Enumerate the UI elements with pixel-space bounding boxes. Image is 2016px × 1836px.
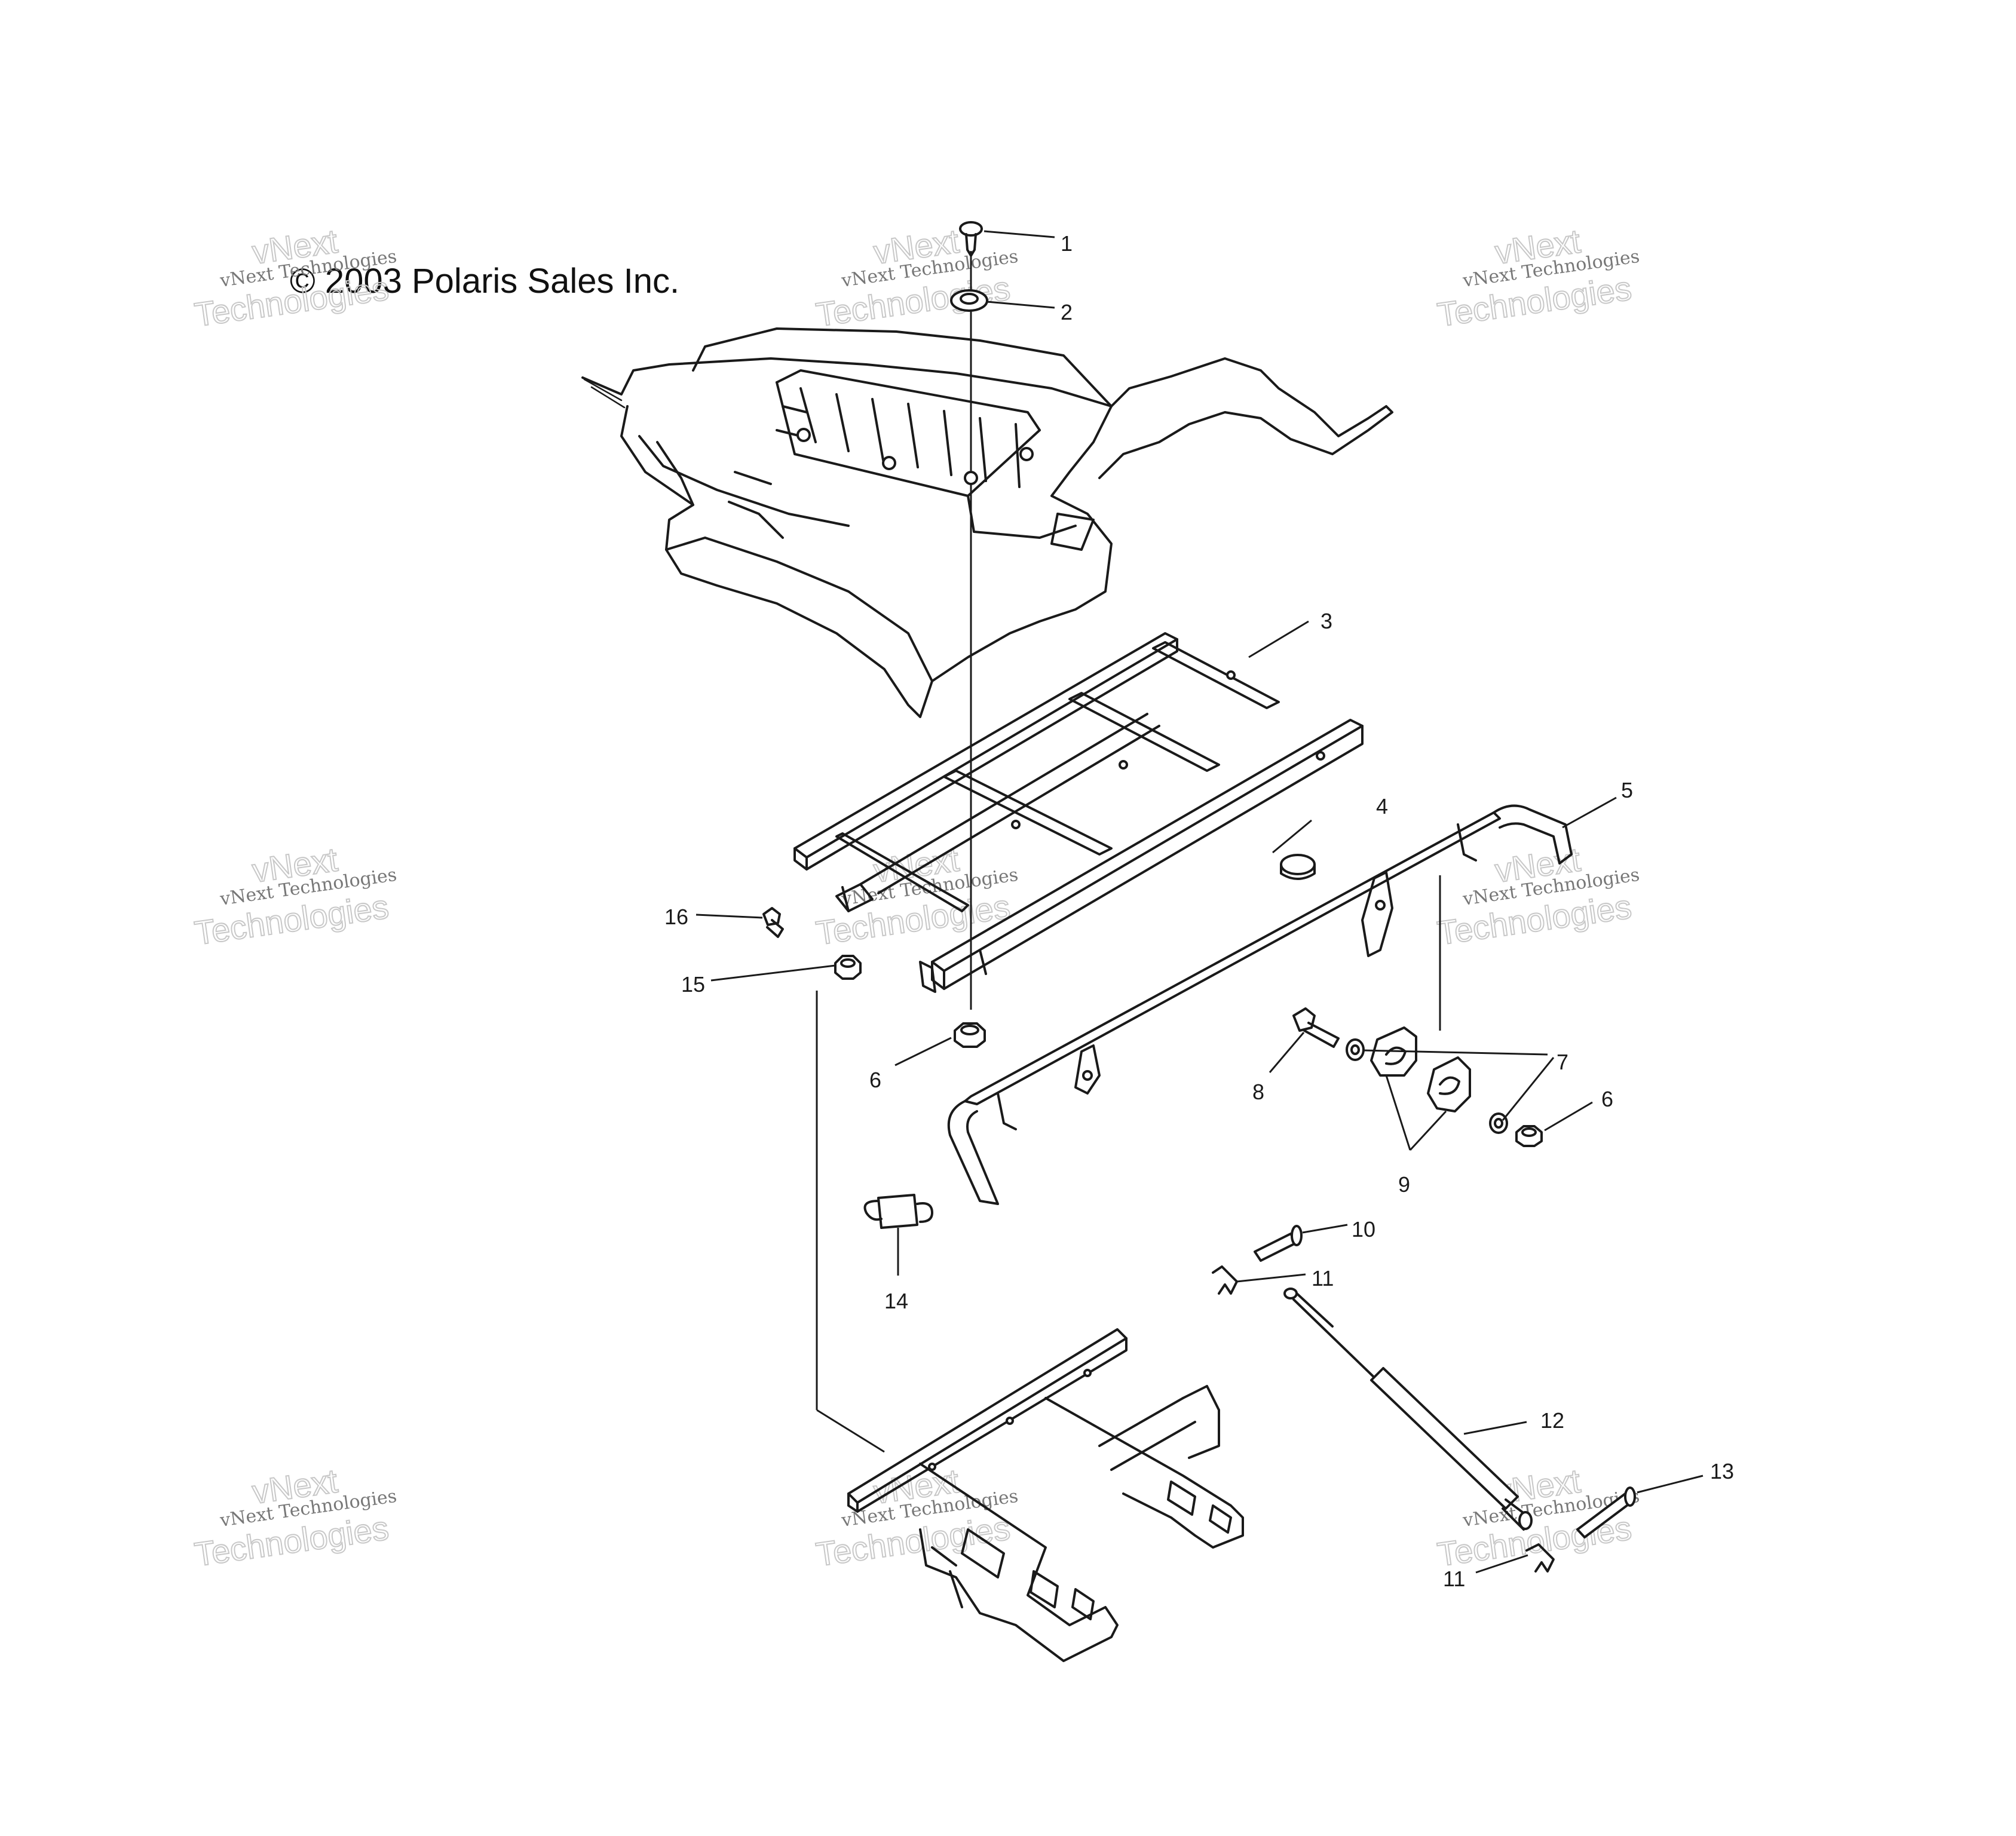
frame-bracket-part	[847, 1328, 1244, 1662]
callout-5: 5	[1621, 778, 1633, 802]
callout-9: 9	[1398, 1172, 1410, 1197]
clip-part-lower	[1525, 1543, 1555, 1573]
bushing-part	[1370, 1026, 1471, 1112]
callout-6-right: 6	[1601, 1087, 1613, 1111]
callout-11: 11	[1312, 1266, 1334, 1291]
callout-labels: 1 2 3 4 5 6 7 8 9 10 11 12 13 14 15 16 6…	[664, 231, 1734, 1591]
pin-lower-part	[1576, 1486, 1636, 1538]
assembly-lines	[816, 251, 1441, 1453]
watermark: vNext vNext Technologies Technologies	[192, 221, 398, 334]
watermark-group: vNext vNext Technologies Technologies vN…	[192, 221, 1641, 1574]
spring-part	[863, 1194, 933, 1229]
rack-rail-part	[947, 804, 1573, 1205]
callout-7: 7	[1557, 1050, 1568, 1074]
callout-14: 14	[884, 1289, 908, 1313]
bolt-left-part	[762, 907, 784, 938]
gas-strut-part	[1283, 1288, 1533, 1531]
bolt-part	[1292, 1007, 1340, 1048]
callout-2: 2	[1061, 300, 1073, 324]
nut-left-part	[834, 955, 862, 980]
nut-part	[954, 1022, 986, 1048]
callout-16: 16	[664, 905, 688, 929]
watermark: vNext vNext Technologies Technologies	[813, 1461, 1019, 1574]
washer-part	[1346, 1038, 1508, 1134]
callout-4: 4	[1376, 794, 1388, 819]
callout-6: 6	[869, 1068, 881, 1092]
nut-part-right	[1515, 1125, 1543, 1147]
watermark: vNext vNext Technologies Technologies	[1435, 221, 1641, 334]
callout-13: 13	[1710, 1459, 1734, 1483]
screw-part	[959, 221, 983, 257]
callout-1: 1	[1061, 231, 1073, 256]
callout-11-lower: 11	[1443, 1567, 1465, 1591]
watermark: vNext vNext Technologies Technologies	[813, 221, 1019, 334]
callout-10: 10	[1352, 1217, 1375, 1242]
pin-part	[1254, 1225, 1303, 1262]
callout-8: 8	[1252, 1080, 1264, 1104]
clip-part	[1212, 1265, 1238, 1295]
rear-fender-part	[581, 327, 1393, 718]
copyright-text: © 2003 Polaris Sales Inc.	[290, 262, 679, 301]
watermark: vNext vNext Technologies Technologies	[192, 839, 398, 952]
callout-15: 15	[681, 972, 705, 997]
callout-3: 3	[1320, 609, 1332, 633]
watermark: vNext vNext Technologies Technologies	[192, 1461, 398, 1574]
rack-frame-part	[793, 632, 1364, 993]
leader-lines	[696, 230, 1704, 1574]
callout-12: 12	[1540, 1408, 1564, 1433]
watermark: vNext vNext Technologies Technologies	[1435, 839, 1641, 952]
cap-part	[1280, 854, 1316, 880]
grommet-part	[950, 289, 988, 312]
